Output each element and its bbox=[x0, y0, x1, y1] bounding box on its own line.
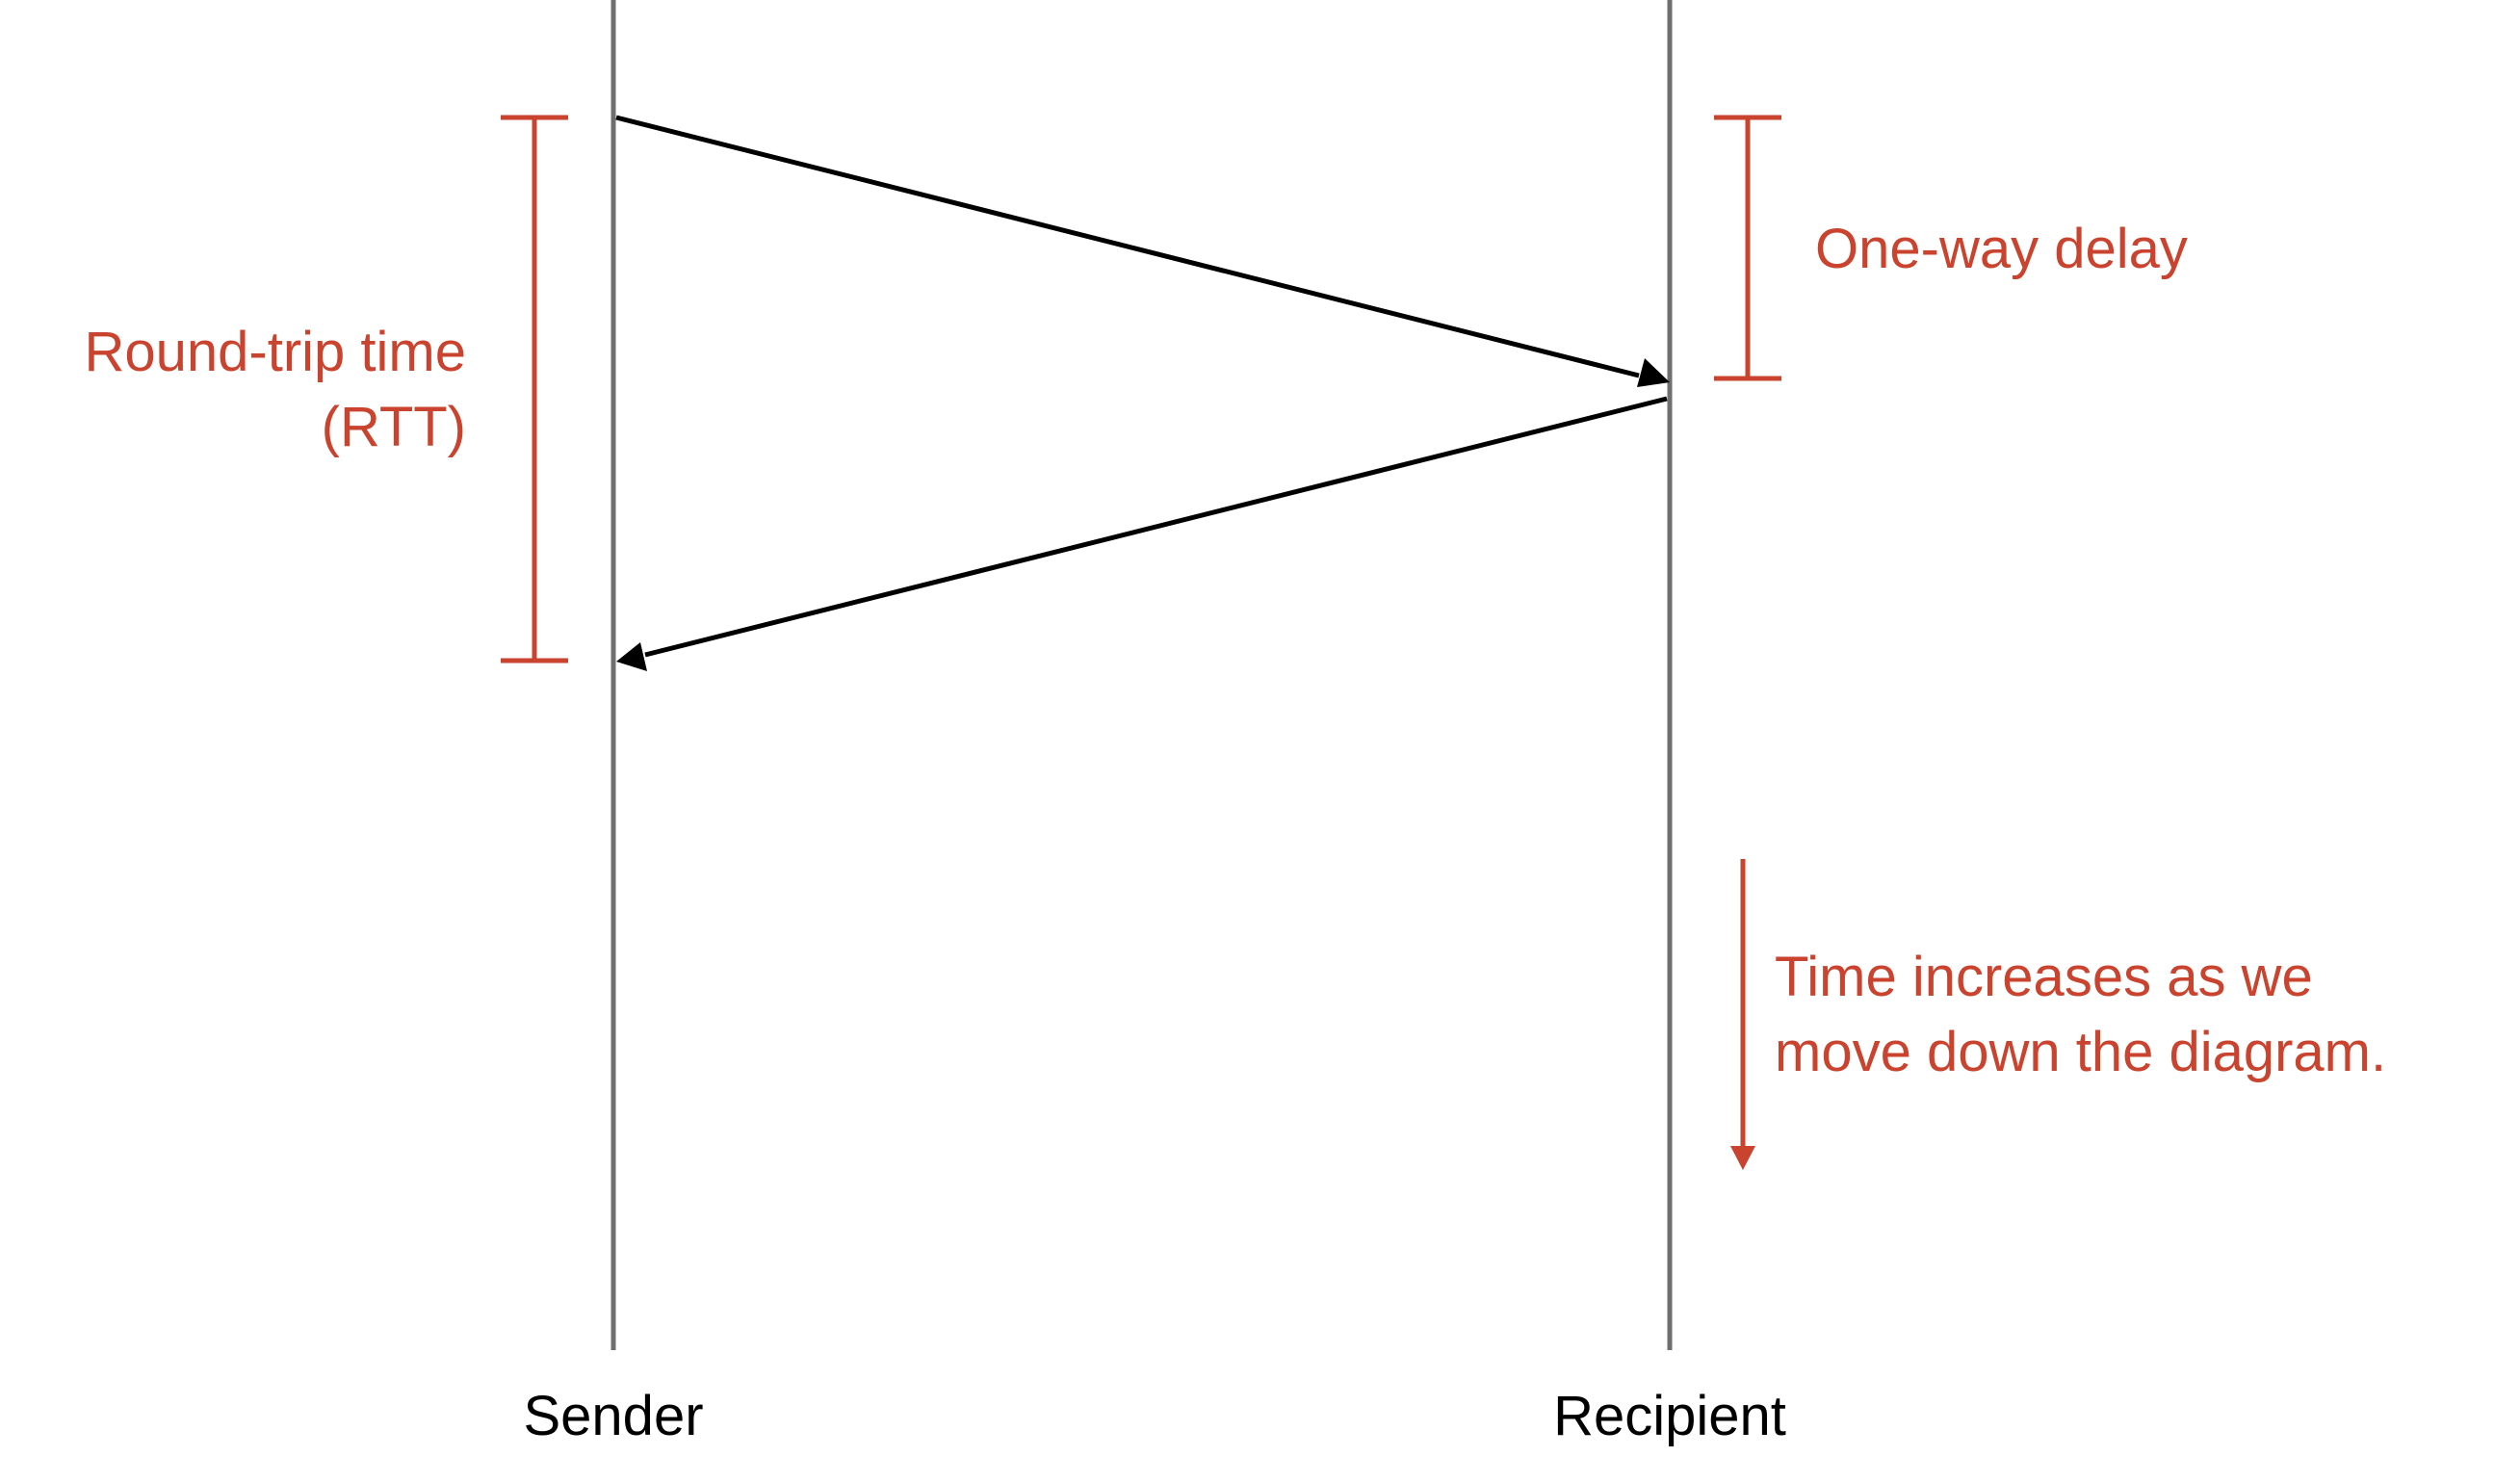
time-note-line1: Time increases as we bbox=[1775, 946, 2313, 1008]
time-note-line2: move down the diagram. bbox=[1775, 1021, 2386, 1083]
sender-label: Sender bbox=[523, 1385, 703, 1447]
one-way-delay-bracket bbox=[1714, 115, 1781, 381]
time-direction-arrow bbox=[1730, 859, 1755, 1170]
one-way-delay-label: One-way delay bbox=[1815, 218, 2188, 280]
rtt-label-line2: (RTT) bbox=[322, 396, 466, 458]
recipient-label: Recipient bbox=[1553, 1385, 1786, 1447]
response-message-arrow bbox=[616, 396, 1668, 671]
rtt-label-line1: Round-trip time bbox=[85, 321, 466, 383]
rtt-bracket bbox=[501, 115, 568, 663]
request-message-arrow bbox=[615, 115, 1670, 387]
